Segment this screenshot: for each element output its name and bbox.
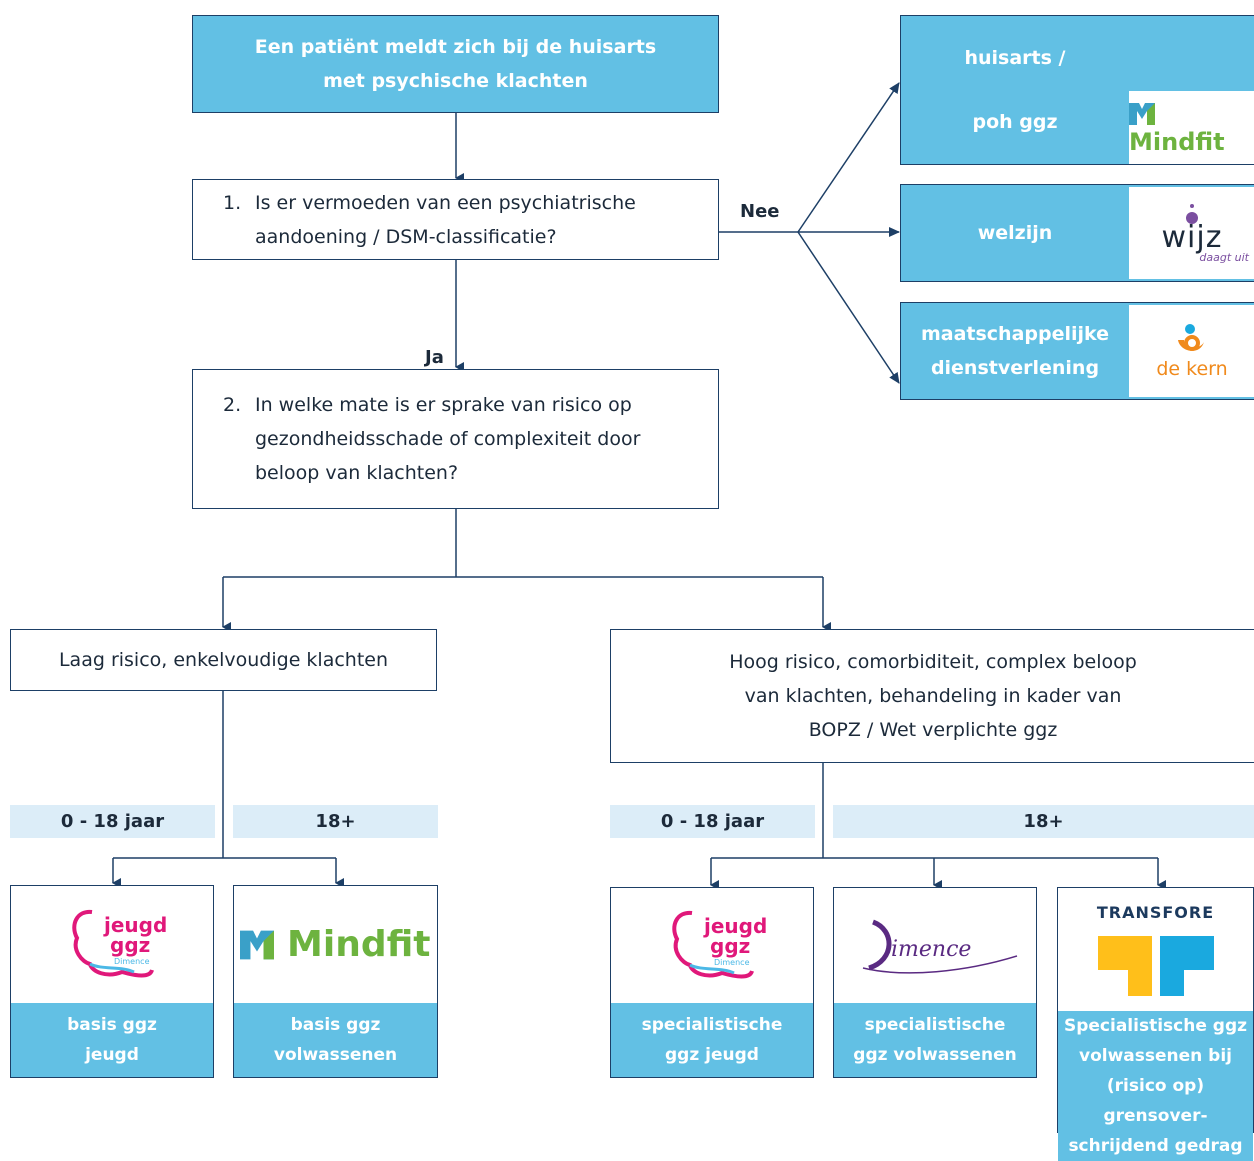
connector-lines — [112, 82, 1166, 890]
question-2-number: 2. — [223, 394, 242, 416]
age-left-adult: 18+ — [233, 805, 438, 838]
transfore-logo: TRANSFORE — [1058, 888, 1253, 1011]
question-2-line1: In welke mate is er sprake van risico op — [255, 394, 632, 416]
dekern-logo: de kern — [1129, 305, 1254, 397]
dekern-figure-icon — [1178, 324, 1204, 351]
card-specialistische-ggz-jeugd: jeugd ggz Dimence specialistische ggz je… — [610, 887, 814, 1078]
start-line2: met psychische klachten — [323, 70, 588, 92]
svg-text:jeugd: jeugd — [103, 913, 167, 937]
question-1-line1: Is er vermoeden van een psychiatrische — [255, 191, 636, 214]
mindfit-logo-large: Mindfit — [234, 886, 437, 1003]
dimence-mark-icon: imence — [862, 919, 1018, 974]
side-maatschappelijk: maatschappelijke dienstverlening de kern — [900, 302, 1254, 400]
label-nee: Nee — [740, 201, 780, 222]
svg-text:ggz: ggz — [710, 934, 750, 958]
transfore-blocks-icon — [1097, 936, 1214, 996]
side-welzijn-text: welzijn — [977, 222, 1053, 244]
question-2-box: 2. In welke mate is er sprake van risico… — [192, 369, 719, 509]
card-basis-ggz-volwassenen: Mindfit basis ggz volwassenen — [233, 885, 438, 1078]
start-box: Een patiënt meldt zich bij de huisarts m… — [192, 15, 719, 113]
svg-text:Dimence: Dimence — [714, 958, 750, 967]
svg-text:jeugd: jeugd — [703, 914, 767, 938]
card-1-line2: jeugd — [85, 1045, 139, 1065]
low-risk-box: Laag risico, enkelvoudige klachten — [10, 629, 437, 691]
question-1-box: 1. Is er vermoeden van een psychiatrisch… — [192, 179, 719, 260]
age-right-adult: 18+ — [833, 805, 1254, 838]
question-2-line2: gezondheidsschade of complexiteit door — [255, 428, 641, 450]
high-risk-line3: BOPZ / Wet verplichte ggz — [808, 719, 1058, 741]
card-4-line2: ggz volwassenen — [853, 1045, 1017, 1065]
jeugd-ggz-face-icon: jeugd ggz Dimence — [672, 910, 767, 978]
mindfit-mark-icon — [1129, 102, 1155, 125]
card-3-line1: specialistische — [641, 1015, 783, 1035]
dekern-logo-text: de kern — [1156, 358, 1228, 380]
mindfit-logo: Mindfit — [1129, 91, 1254, 164]
age-left-young: 0 - 18 jaar — [10, 805, 215, 838]
wijz-logo-sub: daagt uit — [1199, 250, 1249, 264]
side-maatschappelijk-line1: maatschappelijke — [920, 323, 1110, 345]
card-3-line2: ggz jeugd — [665, 1045, 759, 1065]
wijz-dots-icon — [1186, 203, 1198, 224]
high-risk-line1: Hoog risico, comorbiditeit, complex belo… — [729, 651, 1137, 673]
high-risk-line2: van klachten, behandeling in kader van — [744, 685, 1122, 707]
card-specialistische-ggz-volwassenen: imence specialistische ggz volwassenen — [833, 887, 1037, 1078]
side-welzijn: welzijn wijz daagt uit — [900, 184, 1254, 282]
card-basis-ggz-jeugd: jeugd ggz Dimence basis ggz jeugd — [10, 885, 214, 1078]
start-line1: Een patiënt meldt zich bij de huisarts — [254, 36, 657, 58]
card-5-line2: volwassenen bij — [1078, 1046, 1232, 1066]
card-2-line2: volwassenen — [273, 1045, 398, 1065]
label-ja: Ja — [425, 347, 444, 368]
mindfit-logo-text: Mindfit — [1129, 127, 1225, 156]
card-4-line1: specialistische — [864, 1015, 1006, 1035]
card-5-line4: schrijdend gedrag — [1068, 1136, 1243, 1156]
svg-text:ggz: ggz — [110, 933, 150, 957]
transfore-logo-text: TRANSFORE — [1096, 903, 1215, 922]
question-2-line3: beloop van klachten? — [255, 462, 459, 484]
high-risk-box: Hoog risico, comorbiditeit, complex belo… — [610, 629, 1254, 763]
card-transfore: TRANSFORE Specialistische ggz volwassene… — [1057, 887, 1254, 1161]
card-2-line1: basis ggz — [290, 1015, 381, 1035]
question-1-number: 1. — [223, 191, 242, 214]
jeugd-ggz-logo: jeugd ggz Dimence — [11, 886, 213, 1003]
side-huisarts: huisarts / poh ggz Mindfit — [900, 15, 1254, 165]
svg-text:imence: imence — [891, 937, 971, 962]
side-huisarts-line2: poh ggz — [972, 111, 1058, 133]
card-5-line3: (risico op) grensover- — [1103, 1076, 1208, 1126]
jeugd-ggz-logo-2: jeugd ggz Dimence — [611, 888, 813, 1003]
age-right-young: 0 - 18 jaar — [610, 805, 815, 838]
mindfit-logo-large-text: Mindfit — [287, 924, 431, 965]
low-risk-text: Laag risico, enkelvoudige klachten — [58, 649, 389, 671]
side-huisarts-line1: huisarts / — [964, 47, 1066, 69]
wijz-logo-text: wijz — [1161, 219, 1223, 255]
card-1-line1: basis ggz — [67, 1015, 157, 1035]
question-1-line2: aandoening / DSM-classificatie? — [255, 225, 557, 248]
side-maatschappelijk-line2: dienstverlening — [930, 357, 1100, 379]
jeugd-ggz-face-icon: jeugd ggz Dimence — [72, 909, 167, 977]
dimence-logo: imence — [834, 888, 1036, 1003]
wijz-logo: wijz daagt uit — [1129, 187, 1254, 279]
mindfit-mark-icon — [240, 930, 275, 960]
card-5-line1: Specialistische ggz — [1063, 1016, 1248, 1036]
svg-text:Dimence: Dimence — [114, 957, 150, 966]
